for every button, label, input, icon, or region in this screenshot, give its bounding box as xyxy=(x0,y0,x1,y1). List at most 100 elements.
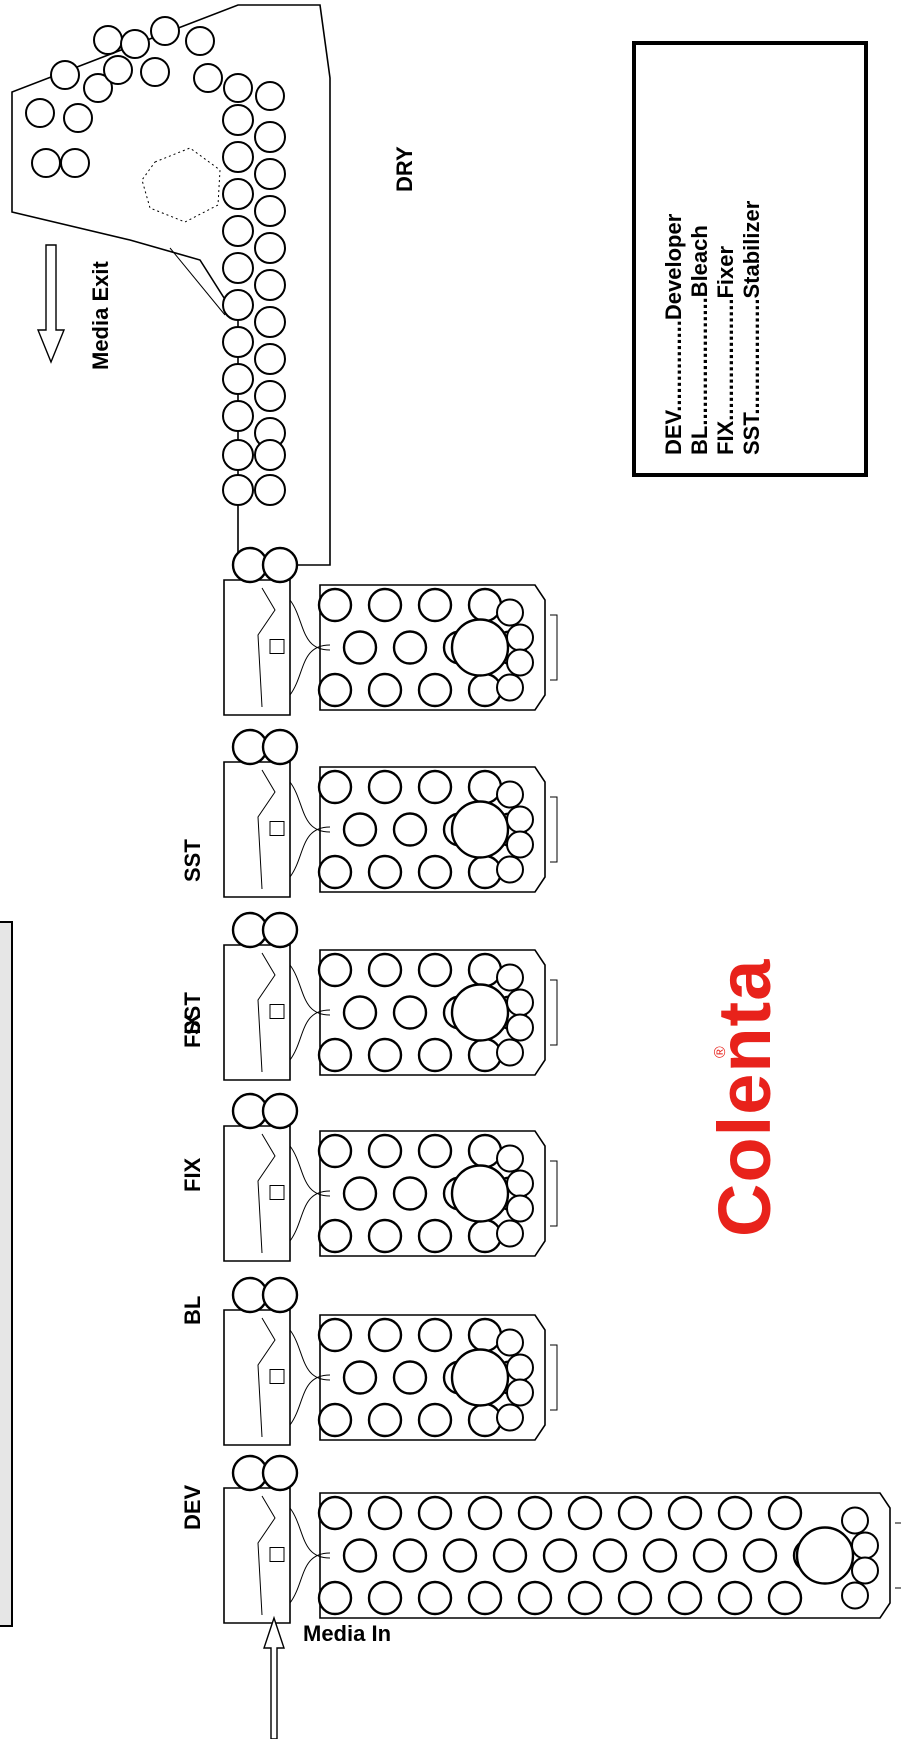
tank-roller xyxy=(317,1580,353,1616)
dryer-roller xyxy=(222,289,254,321)
dryer-roller xyxy=(222,326,254,358)
small-roller xyxy=(496,1403,524,1432)
tank-roller xyxy=(467,1037,503,1073)
dryer-roller xyxy=(150,16,180,46)
tank-roller xyxy=(592,1538,628,1573)
tank-roller xyxy=(417,1037,453,1073)
dryer-roller xyxy=(83,73,113,103)
bracket xyxy=(550,979,558,1046)
dryer-roller xyxy=(63,103,93,133)
station-label-dev: DEV xyxy=(180,1484,205,1530)
dryer-roller xyxy=(254,439,286,471)
tank-roller xyxy=(417,1317,453,1353)
guide-path xyxy=(289,1190,331,1242)
dryer-roller xyxy=(254,380,286,412)
tank-roller xyxy=(542,1538,578,1573)
tank-roller xyxy=(667,1580,703,1616)
small-roller xyxy=(496,963,524,992)
drive-roller xyxy=(450,800,510,859)
tank-roller xyxy=(417,672,453,708)
crossover-frame xyxy=(223,1309,291,1446)
tank-roller xyxy=(717,1495,753,1531)
squeegee-roller xyxy=(261,1092,299,1130)
small-roller xyxy=(506,988,534,1017)
small-roller xyxy=(506,1013,534,1042)
squeegee-roller xyxy=(261,728,299,766)
guide-path xyxy=(289,599,331,651)
guide-path xyxy=(289,826,331,878)
tank-roller xyxy=(692,1538,728,1573)
legend: DEV...............Developer BL..........… xyxy=(661,200,764,455)
dryer-roller xyxy=(254,269,286,301)
guide-path xyxy=(289,964,331,1016)
tank-roller xyxy=(392,812,428,847)
small-roller xyxy=(851,1531,879,1560)
small-roller xyxy=(841,1506,869,1535)
guide-path xyxy=(289,1552,331,1604)
dryer-roller xyxy=(93,25,123,55)
legend-line-fix: FIX....................Fixer xyxy=(713,245,738,455)
tank-roller xyxy=(367,1317,403,1353)
crossover-frame xyxy=(223,1487,291,1624)
bracket xyxy=(550,1160,558,1227)
tank-roller xyxy=(467,769,503,805)
squeegee-roller xyxy=(261,1276,299,1314)
rack xyxy=(223,1092,558,1262)
dryer-roller xyxy=(25,98,55,128)
drive-roller xyxy=(450,983,510,1042)
tank-roller xyxy=(367,1495,403,1531)
media-exit-arrow-icon xyxy=(36,244,66,364)
crossover-frame xyxy=(223,1125,291,1262)
dryer-roller xyxy=(254,158,286,190)
dryer-roller xyxy=(185,26,215,56)
crossover-frame xyxy=(223,944,291,1081)
dryer-roller xyxy=(222,400,254,432)
tank-roller xyxy=(467,1218,503,1254)
tank-roller xyxy=(367,1037,403,1073)
tank-frame xyxy=(319,1492,891,1619)
station-label-fix-2: FIX xyxy=(180,1013,205,1048)
rack xyxy=(223,1276,558,1446)
tank-roller xyxy=(417,587,453,623)
tank-roller xyxy=(417,1218,453,1254)
dryer-roller xyxy=(254,306,286,338)
squeegee-roller xyxy=(261,1454,299,1492)
dryer-roller xyxy=(254,232,286,264)
tank-roller xyxy=(342,995,378,1030)
tank-roller xyxy=(367,1133,403,1169)
sensor-square xyxy=(269,639,285,654)
dryer-roller xyxy=(222,104,254,136)
small-roller xyxy=(506,1353,534,1382)
tank-roller xyxy=(342,1176,378,1211)
tank-roller xyxy=(442,1538,478,1573)
guide-path xyxy=(289,1145,331,1197)
small-roller xyxy=(506,1378,534,1407)
tank-roller xyxy=(467,952,503,988)
small-roller xyxy=(506,830,534,859)
guide-path xyxy=(257,1317,276,1438)
small-roller xyxy=(496,598,524,627)
tank-roller xyxy=(342,1360,378,1395)
tank-roller xyxy=(467,1495,503,1531)
tank-roller xyxy=(517,1580,553,1616)
tank-roller xyxy=(467,1580,503,1616)
tank-roller xyxy=(367,854,403,890)
tank-frame xyxy=(319,949,546,1076)
tank-roller xyxy=(417,1402,453,1438)
tank-roller xyxy=(417,1133,453,1169)
small-roller xyxy=(851,1556,879,1585)
tank-roller xyxy=(392,630,428,665)
tank-roller xyxy=(317,854,353,890)
tank-roller xyxy=(517,1495,553,1531)
tank-roller xyxy=(317,952,353,988)
tank-roller xyxy=(742,1538,778,1573)
legend-line-bl: BL.....................Bleach xyxy=(687,225,712,455)
tank-roller xyxy=(367,1218,403,1254)
dry-label: DRY xyxy=(392,146,417,192)
crossover-frame xyxy=(223,761,291,898)
tank-roller xyxy=(317,1402,353,1438)
tank-roller xyxy=(567,1495,603,1531)
dryer-roller xyxy=(223,73,253,103)
colenta-logo: Colenta xyxy=(703,959,786,1237)
